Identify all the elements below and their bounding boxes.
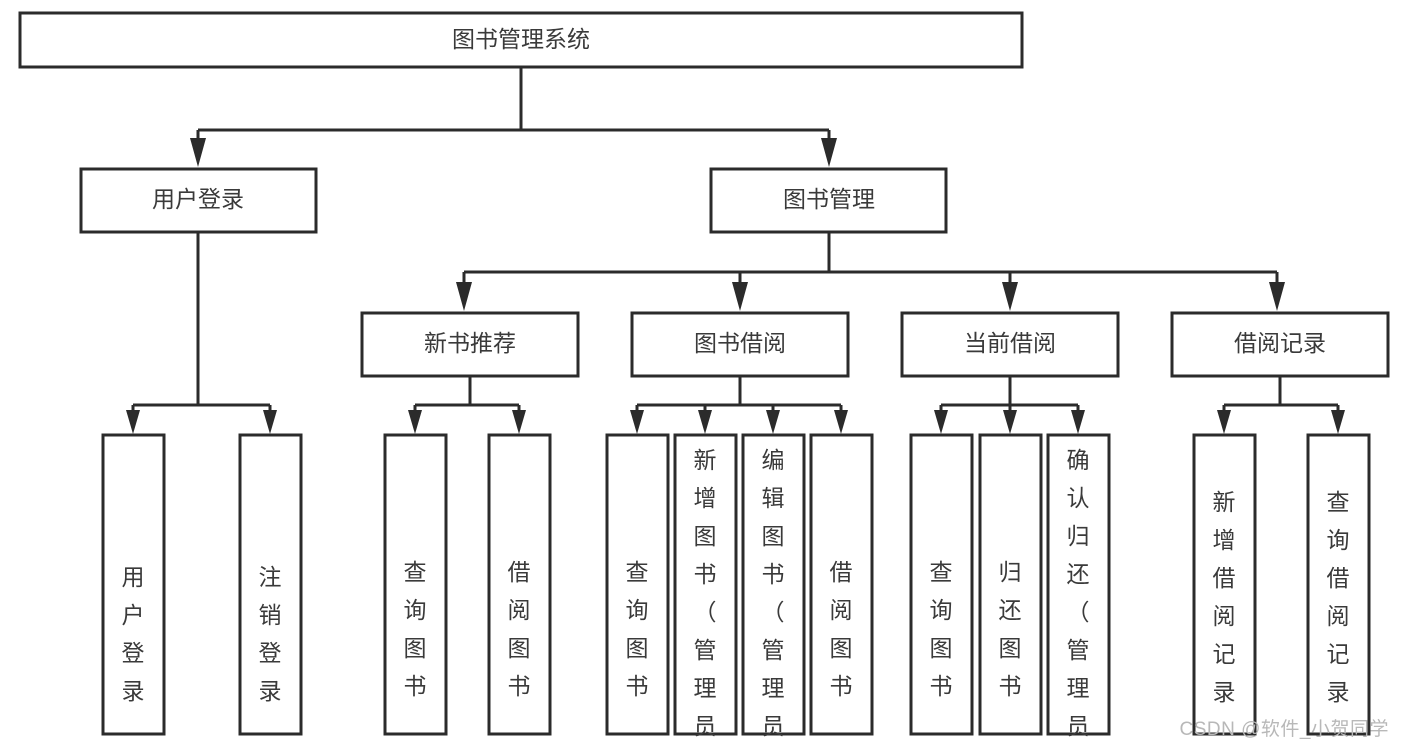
node-leaf-query-book-3-label: 查询图书: [930, 559, 953, 699]
node-leaf-edit-book-label: 编辑图书（管理员）: [762, 447, 785, 747]
node-leaf-borrow-book-2[interactable]: 借阅图书: [809, 433, 874, 736]
node-new-book-recommend-box[interactable]: [360, 311, 580, 378]
node-leaf-add-record-label: 新增借阅记录: [1213, 489, 1236, 705]
node-leaf-return-book[interactable]: 归还图书: [978, 433, 1043, 736]
arrow-to-leaf-query-book-1: [408, 410, 422, 434]
node-book-borrow-box[interactable]: [630, 311, 850, 378]
node-leaf-query-book-2-box[interactable]: [605, 433, 670, 736]
node-leaf-confirm-return-box[interactable]: [1046, 433, 1111, 736]
node-root-box[interactable]: [18, 11, 1024, 69]
arrow-to-book-borrow: [732, 282, 748, 311]
node-leaf-query-record-box[interactable]: [1306, 433, 1371, 736]
node-leaf-user-logout-label: 注销登录: [259, 564, 282, 704]
connector-group-user-login: [126, 232, 277, 434]
node-borrow-record[interactable]: 借阅记录: [1170, 311, 1390, 378]
arrow-to-leaf-query-book-3: [934, 410, 948, 434]
node-current-borrow-label: 当前借阅: [964, 330, 1056, 356]
node-leaf-add-book-label: 新增图书（管理员）: [694, 447, 717, 747]
node-leaf-add-record[interactable]: 新增借阅记录: [1192, 433, 1257, 736]
node-book-management-box[interactable]: [709, 167, 948, 234]
node-leaf-user-login-label: 用户登录: [122, 564, 145, 704]
node-leaf-query-book-1-box[interactable]: [383, 433, 448, 736]
node-leaf-query-record-label: 查询借阅记录: [1327, 489, 1350, 705]
arrow-to-book-management: [821, 138, 837, 167]
node-new-book-recommend[interactable]: 新书推荐: [360, 311, 580, 378]
node-leaf-query-book-1-label: 查询图书: [404, 559, 427, 699]
node-leaf-query-book-2-label: 查询图书: [626, 559, 649, 699]
arrow-to-new-book-recommend: [456, 282, 472, 311]
arrow-to-leaf-add-book: [698, 410, 712, 434]
node-book-borrow[interactable]: 图书借阅: [630, 311, 850, 378]
node-leaf-borrow-book-2-label: 借阅图书: [830, 559, 853, 699]
node-leaf-confirm-return[interactable]: 确认归还（管理员）: [1046, 433, 1111, 747]
node-borrow-record-label: 借阅记录: [1234, 330, 1326, 356]
node-leaf-borrow-book-1-box[interactable]: [487, 433, 552, 736]
node-leaf-borrow-book-2-box[interactable]: [809, 433, 874, 736]
node-book-borrow-label: 图书借阅: [694, 330, 786, 356]
node-leaf-borrow-book-1-label: 借阅图书: [508, 559, 531, 699]
arrow-to-leaf-query-book-2: [630, 410, 644, 434]
arrow-to-leaf-return-book: [1003, 410, 1017, 434]
node-leaf-query-book-1[interactable]: 查询图书: [383, 433, 448, 736]
node-user-login-box[interactable]: [79, 167, 318, 234]
node-leaf-borrow-book-1[interactable]: 借阅图书: [487, 433, 552, 736]
connector-group-new-book-recommend: [408, 376, 526, 434]
arrow-to-leaf-edit-book: [766, 410, 780, 434]
node-leaf-query-record[interactable]: 查询借阅记录: [1306, 433, 1371, 736]
node-user-login-label: 用户登录: [152, 186, 244, 212]
node-user-login[interactable]: 用户登录: [79, 167, 318, 234]
connector-group-current-borrow: [934, 376, 1085, 434]
arrow-to-leaf-user-login: [126, 410, 140, 434]
arrow-to-borrow-record: [1269, 282, 1285, 311]
node-leaf-query-book-3[interactable]: 查询图书: [909, 433, 974, 736]
node-leaf-add-record-box[interactable]: [1192, 433, 1257, 736]
node-leaf-user-login[interactable]: 用户登录: [101, 433, 166, 736]
node-leaf-user-logout-box[interactable]: [238, 433, 303, 736]
arrow-to-leaf-borrow-book-2: [834, 410, 848, 434]
node-leaf-edit-book-box[interactable]: [741, 433, 806, 736]
node-book-management[interactable]: 图书管理: [709, 167, 948, 234]
arrow-to-user-login: [190, 138, 206, 167]
arrow-to-current-borrow: [1002, 282, 1018, 311]
node-current-borrow-box[interactable]: [900, 311, 1120, 378]
node-leaf-edit-book[interactable]: 编辑图书（管理员）: [741, 433, 806, 747]
connector-group-book-management: [456, 232, 1285, 311]
node-leaf-user-logout[interactable]: 注销登录: [238, 433, 303, 736]
connector-group-borrow-record: [1217, 376, 1345, 434]
node-leaf-confirm-return-label: 确认归还（管理员）: [1067, 447, 1090, 747]
node-leaf-add-book[interactable]: 新增图书（管理员）: [673, 433, 738, 747]
node-leaf-query-book-2[interactable]: 查询图书: [605, 433, 670, 736]
node-root-label: 图书管理系统: [452, 26, 590, 52]
node-leaf-add-book-box[interactable]: [673, 433, 738, 736]
arrow-to-leaf-user-logout: [263, 410, 277, 434]
node-leaf-return-book-label: 归还图书: [999, 559, 1022, 699]
node-leaf-return-book-box[interactable]: [978, 433, 1043, 736]
arrow-to-leaf-query-record: [1331, 410, 1345, 434]
connector-group-root: [190, 67, 837, 167]
node-book-management-label: 图书管理: [783, 186, 875, 212]
node-root[interactable]: 图书管理系统: [18, 11, 1024, 69]
arrow-to-leaf-confirm-return: [1071, 410, 1085, 434]
arrow-to-leaf-add-record: [1217, 410, 1231, 434]
node-leaf-query-book-3-box[interactable]: [909, 433, 974, 736]
connector-group-book-borrow: [630, 376, 848, 434]
node-borrow-record-box[interactable]: [1170, 311, 1390, 378]
node-current-borrow[interactable]: 当前借阅: [900, 311, 1120, 378]
node-new-book-recommend-label: 新书推荐: [424, 330, 516, 356]
arrow-to-leaf-borrow-book-1: [512, 410, 526, 434]
node-leaf-user-login-box[interactable]: [101, 433, 166, 736]
